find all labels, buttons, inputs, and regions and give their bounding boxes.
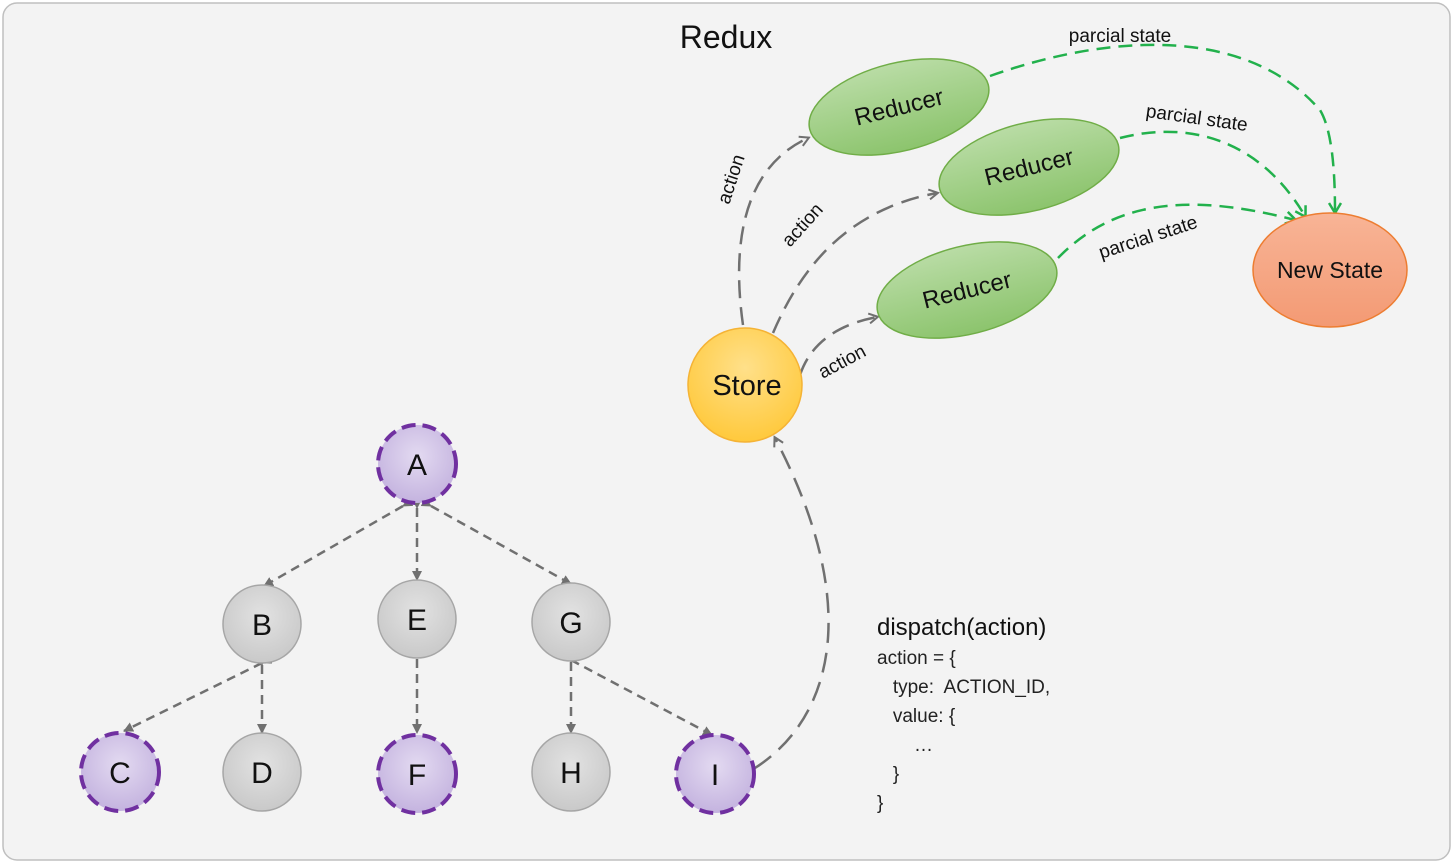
tree-node-f-label: F <box>408 759 426 792</box>
tree-node-c: C <box>79 731 161 813</box>
tree-node-h: H <box>531 732 611 812</box>
action-arrow-3 <box>798 317 877 376</box>
tree-node-g-label: G <box>559 607 582 640</box>
tree-node-a-label: A <box>407 449 427 482</box>
partial-state-arrow-1 <box>989 43 1335 212</box>
action-arrow-2 <box>771 193 937 334</box>
tree-node-h-label: H <box>560 757 582 790</box>
action-arrow-1 <box>737 138 808 326</box>
dispatch-code-block: dispatch(action) action = { type: ACTION… <box>877 612 1050 818</box>
dispatch-arrow <box>754 438 830 770</box>
tree-node-i: I <box>674 733 756 815</box>
edge-b-c <box>123 654 273 733</box>
dispatch-code-line: type: ACTION_ID, <box>877 677 1051 698</box>
edge-a-g <box>420 497 572 586</box>
store-label: Store <box>712 370 781 402</box>
tree-node-c-label: C <box>109 757 131 790</box>
tree-node-b-label: B <box>252 609 272 642</box>
partial-state-arrow-3 <box>1057 203 1295 259</box>
tree-node-e-label: E <box>407 604 427 637</box>
edge-g-i <box>560 651 713 737</box>
dispatch-code-line: value: { <box>877 706 956 727</box>
diagram-title: Redux <box>680 19 773 55</box>
store-node: Store <box>687 327 803 443</box>
tree-node-i-label: I <box>711 759 719 792</box>
dispatch-code-line: } <box>877 764 900 785</box>
edge-a-b <box>263 497 414 588</box>
new-state-label: New State <box>1277 257 1383 283</box>
tree-nodes: A B E G C D F <box>79 423 756 815</box>
reducer-1: Reducer <box>808 58 990 156</box>
new-state-node: New State <box>1252 212 1408 328</box>
tree-node-f: F <box>376 733 458 815</box>
reducer-3: Reducer <box>876 241 1058 339</box>
partial-state-arrow-2 <box>1119 130 1305 216</box>
tree-edges <box>123 497 713 737</box>
dispatch-code-line: … <box>877 735 933 756</box>
tree-node-d-label: D <box>251 757 273 790</box>
dispatch-title: dispatch(action) <box>877 614 1047 641</box>
partial-state-label-1: parcial state <box>1069 26 1171 47</box>
tree-node-g: G <box>531 582 611 662</box>
tree-node-b: B <box>222 584 302 664</box>
dispatch-code-line: action = { <box>877 648 956 669</box>
tree-node-e: E <box>377 579 457 659</box>
dispatch-code-line: } <box>877 793 884 814</box>
reducer-2: Reducer <box>938 118 1120 216</box>
tree-node-a: A <box>376 423 458 505</box>
tree-node-d: D <box>222 732 302 812</box>
